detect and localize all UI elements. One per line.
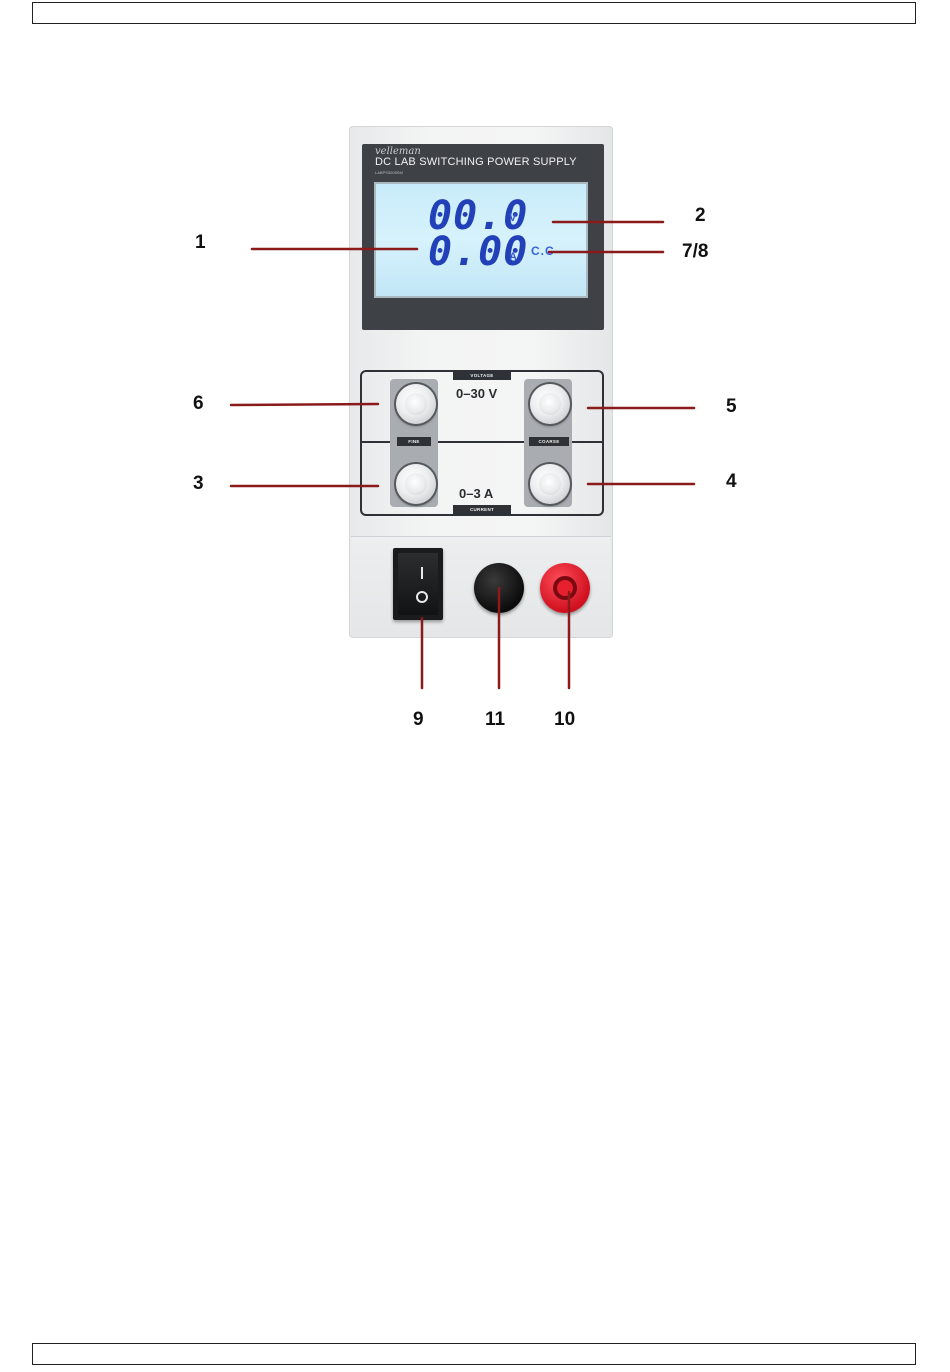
cc-indicator: C.C: [531, 244, 555, 258]
power-switch[interactable]: [393, 548, 443, 620]
callout-4: 4: [726, 471, 737, 493]
voltage-range-label: 0–30 V: [456, 386, 497, 401]
footer-box: [32, 1343, 916, 1365]
header-box: [32, 2, 916, 24]
current-unit: A: [509, 251, 517, 263]
current-tag: CURRENT: [453, 505, 511, 514]
voltage-coarse-knob[interactable]: [530, 384, 570, 424]
current-coarse-knob[interactable]: [530, 464, 570, 504]
callout-11: 11: [485, 709, 505, 731]
voltage-fine-knob[interactable]: [396, 384, 436, 424]
callout-10: 10: [554, 709, 575, 731]
callout-9: 9: [413, 709, 424, 731]
power-rocker[interactable]: [398, 553, 438, 615]
model-code: LABPS3005SM: [375, 170, 403, 175]
model-title: DC LAB SWITCHING POWER SUPPLY: [375, 156, 577, 168]
fine-tag: FINE: [397, 437, 431, 446]
callout-2: 2: [695, 205, 706, 227]
negative-terminal[interactable]: [474, 563, 524, 613]
callout-1: 1: [195, 232, 206, 254]
callout-3: 3: [193, 473, 204, 495]
positive-terminal[interactable]: [540, 563, 590, 613]
current-fine-knob[interactable]: [396, 464, 436, 504]
callout-5: 5: [726, 396, 737, 418]
current-range-label: 0–3 A: [459, 486, 493, 501]
on-mark-icon: [421, 567, 423, 579]
voltage-tag: VOLTAGE: [453, 371, 511, 380]
callout-7-8: 7/8: [682, 241, 708, 263]
coarse-tag: COARSE: [529, 437, 569, 446]
voltage-unit: V: [509, 212, 516, 224]
callout-6: 6: [193, 393, 204, 415]
off-mark-icon: [416, 591, 428, 603]
